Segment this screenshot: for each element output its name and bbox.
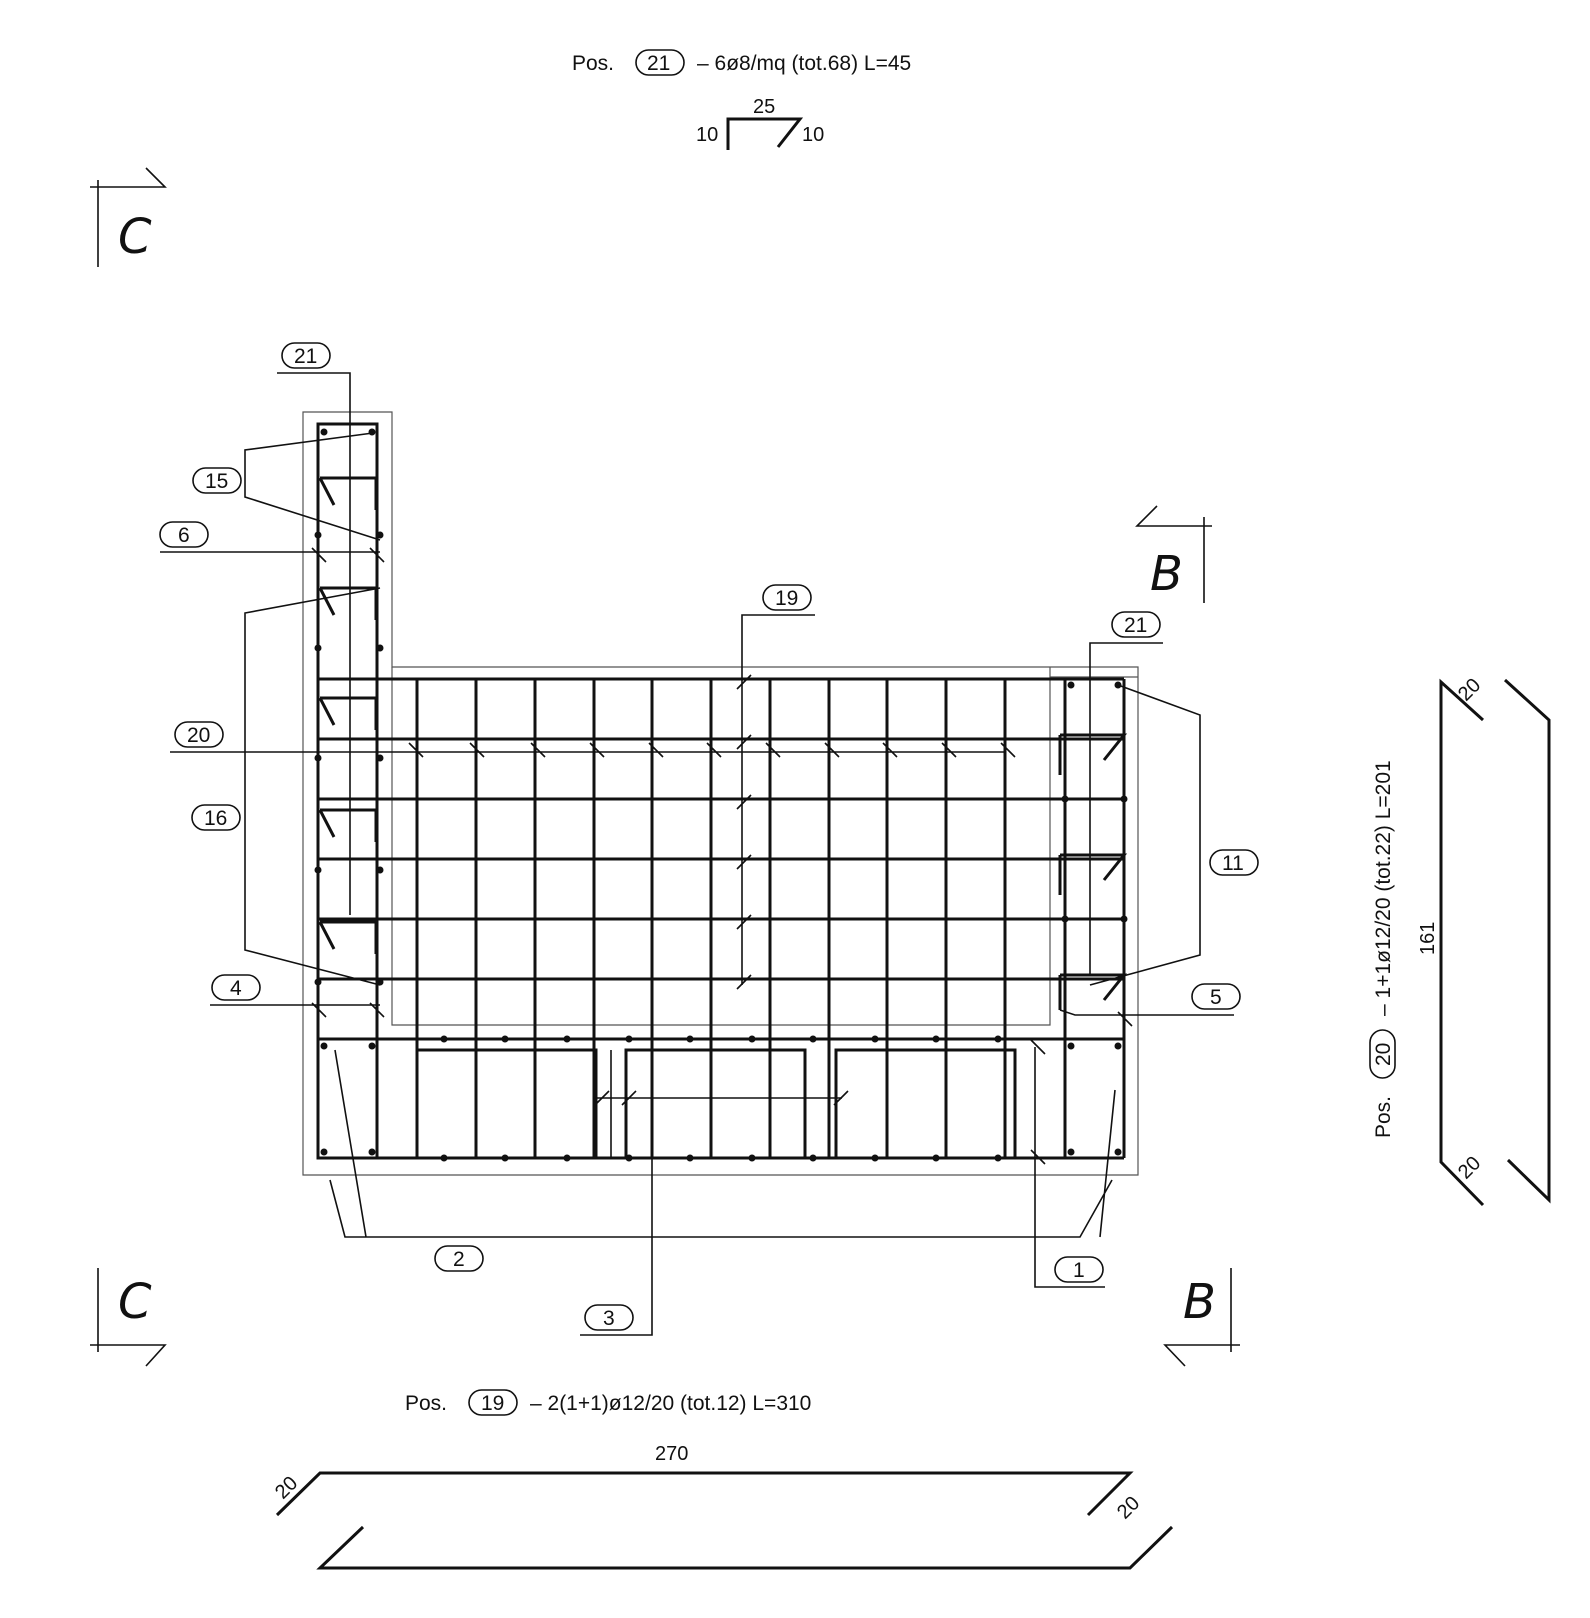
section-label-c-bottom: C [118,1274,152,1330]
callout-5-label: 5 [1210,986,1222,1009]
rebar-dots [314,428,1128,1162]
section-label-b-bottom: B [1183,1274,1216,1330]
section-mark-c-top: C [90,167,167,267]
pos21-dim-left: 10 [696,124,718,146]
pos21-dim-top: 25 [753,96,775,118]
callout-21-left: 21 [277,342,351,915]
callout-16: 16 [191,587,381,986]
section-mark-c-bottom: C [90,1268,167,1367]
section-mark-b-bottom: B [1163,1268,1240,1367]
callout-19-label: 19 [775,587,798,610]
pos19-num: 19 [481,1392,504,1415]
concrete-inner-outline [391,667,1138,1026]
slab-horizontal-bars [318,677,1124,981]
pos21-dim-right: 10 [802,124,824,146]
callout-4: 4 [210,974,380,1006]
callout-19: 19 [741,584,815,985]
callout-15: 15 [192,432,381,541]
pos20-num-oval [1369,1029,1396,1079]
callout-11-label: 11 [1222,852,1244,875]
beam-stirrups [415,1048,1017,1158]
callout-15-label: 15 [205,470,228,493]
callout-1-label: 1 [1073,1259,1085,1282]
callout-3-label: 3 [603,1307,615,1330]
callout-6-label: 6 [178,524,190,547]
pos21-num: 21 [647,52,670,75]
pos20-dim-side: 161 [1417,922,1439,955]
bar-ticks [311,547,1133,1165]
callout-21-right: 21 [1089,611,1163,975]
callout-20-label: 20 [187,724,210,747]
slab-vertical-bars [415,679,1007,1158]
section-mark-b-top: B [1135,505,1212,603]
pos19-shape: 270 20 20 [271,1443,1174,1570]
pos21-header: Pos. 21 – 6ø8/mq (tot.68) L=45 25 10 10 [572,49,911,150]
callout-2: 2 [329,1049,1116,1272]
callout-2-label: 2 [453,1248,465,1271]
section-label-b-top: B [1150,546,1183,602]
pos19-num-oval [468,1389,518,1416]
pos21-shape [726,117,804,150]
pos20-shape: 161 20 20 [1417,674,1551,1207]
section-label-c-top: C [118,209,152,265]
pos19-dim-right: 20 [1113,1492,1144,1523]
callout-21-left-label: 21 [294,345,317,368]
pos19-prefix: Pos. [405,1392,447,1415]
callout-5: 5 [1059,983,1241,1016]
pos21-prefix: Pos. [572,52,614,75]
callout-21-right-label: 21 [1124,614,1147,637]
callout-6: 6 [159,521,380,553]
pos20-dim-top: 20 [1454,674,1485,705]
pos20-desc: – 1+1ø12/20 (tot.22) L=201 [1372,760,1395,1016]
callout-16-label: 16 [204,807,227,830]
pos20-label: Pos. 20 – 1+1ø12/20 (tot.22) L=201 [1369,760,1396,1138]
pos20-num: 20 [1372,1043,1395,1066]
pos19-dim-left: 20 [271,1472,302,1503]
pos20-prefix: Pos. [1372,1096,1395,1138]
callout-1: 1 [1034,1047,1105,1288]
callout-3: 3 [580,1098,653,1336]
callout-4-label: 4 [230,977,242,1000]
pos19-dim-top: 270 [655,1443,688,1465]
pos19-header: Pos. 19 – 2(1+1)ø12/20 (tot.12) L=310 [405,1389,811,1416]
pos21-desc: – 6ø8/mq (tot.68) L=45 [697,52,911,75]
callout-11: 11 [1089,684,1259,986]
callout-20: 20 [170,721,1005,753]
pos21-num-oval [635,49,685,76]
concrete-outline [302,411,1139,1176]
left-wall-rebar [316,422,1124,1160]
pos19-desc: – 2(1+1)ø12/20 (tot.12) L=310 [530,1392,811,1415]
